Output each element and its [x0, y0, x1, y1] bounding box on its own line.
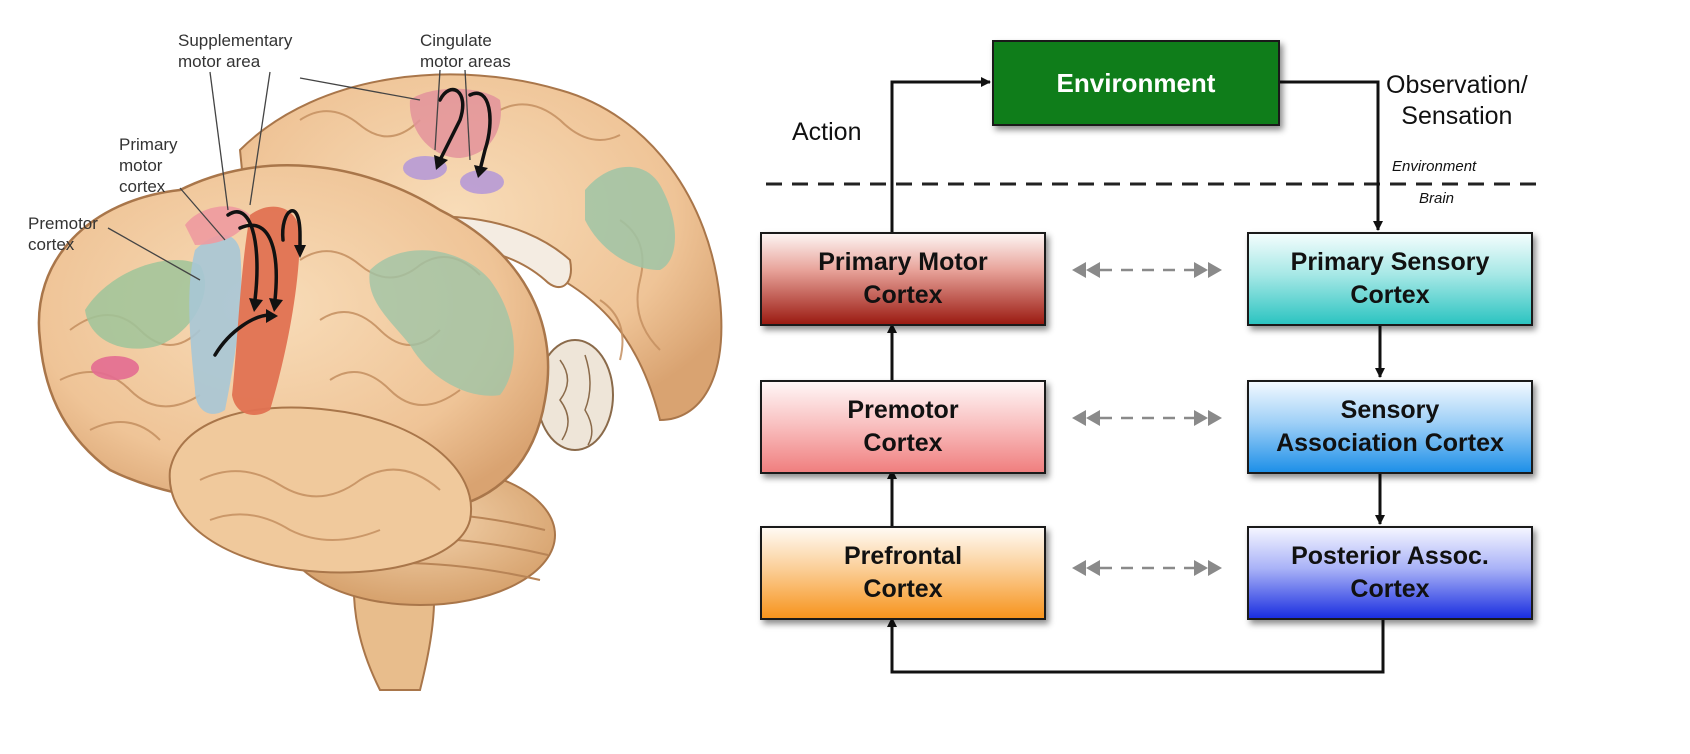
primary-sensory-cortex-box-label: Primary Sensory Cortex — [1290, 248, 1490, 309]
premotor-cortex-box: Premotor Cortex — [760, 380, 1046, 474]
premotor-cortex-label: Premotor cortex — [28, 214, 98, 254]
supplementary-motor-area-label: Supplementary motor area — [178, 31, 293, 71]
dashed-link-top — [1072, 262, 1222, 278]
brain-drawing — [37, 69, 723, 691]
cingulate-region — [409, 88, 501, 158]
posterior-to-prefrontal-arrow — [887, 614, 1385, 674]
primary-motor-cortex-box: Primary Motor Cortex — [760, 232, 1046, 326]
cingulate-motor-area-right — [460, 170, 504, 194]
supplementary-motor-region — [185, 206, 250, 245]
divider-brain-label: Brain — [1419, 190, 1455, 207]
primary-motor-cortex-box-label: Primary Motor Cortex — [818, 248, 988, 309]
prefrontal-region — [85, 260, 206, 349]
prefrontal-cortex-box-label: Prefrontal Cortex — [843, 542, 963, 603]
brain-illustration: Supplementary motor area Cingulate motor… — [0, 0, 760, 754]
observation-sensation-label: Observation/ Sensation — [1386, 71, 1528, 130]
action-arrow — [890, 77, 991, 232]
posterior-parietal-region — [369, 250, 514, 396]
observation-arrow — [1280, 80, 1383, 231]
action-label: Action — [792, 118, 862, 146]
prefrontal-cortex-box: Prefrontal Cortex — [760, 526, 1046, 620]
premotor-cortex-box-label: Premotor Cortex — [847, 396, 959, 457]
flow-connectors — [760, 77, 1545, 674]
medial-parietal-region — [585, 166, 675, 270]
dashed-link-middle — [1072, 410, 1222, 426]
premotor-region — [189, 235, 242, 414]
environment-box: Environment — [992, 40, 1280, 126]
motor-sensory-flow-diagram: Environment Action Observation/ Sensatio… — [760, 0, 1690, 754]
divider-environment-label: Environment — [1392, 158, 1477, 175]
dashed-link-bottom — [1072, 560, 1222, 576]
environment-label: Environment — [1056, 67, 1216, 98]
posterior-association-cortex-box-label: Posterior Assoc. Cortex — [1291, 542, 1489, 603]
cingulate-motor-areas-label: Cingulate motor areas — [420, 31, 511, 71]
frontal-eye-field-region — [91, 356, 139, 380]
primary-motor-cortex-label: Primary motor cortex — [119, 135, 178, 196]
primary-sensory-cortex-box: Primary Sensory Cortex — [1247, 232, 1533, 326]
posterior-association-cortex-box: Posterior Assoc. Cortex — [1247, 526, 1533, 620]
sensory-association-cortex-box: Sensory Association Cortex — [1247, 380, 1533, 474]
sensory-association-cortex-box-label: Sensory Association Cortex — [1276, 396, 1504, 457]
